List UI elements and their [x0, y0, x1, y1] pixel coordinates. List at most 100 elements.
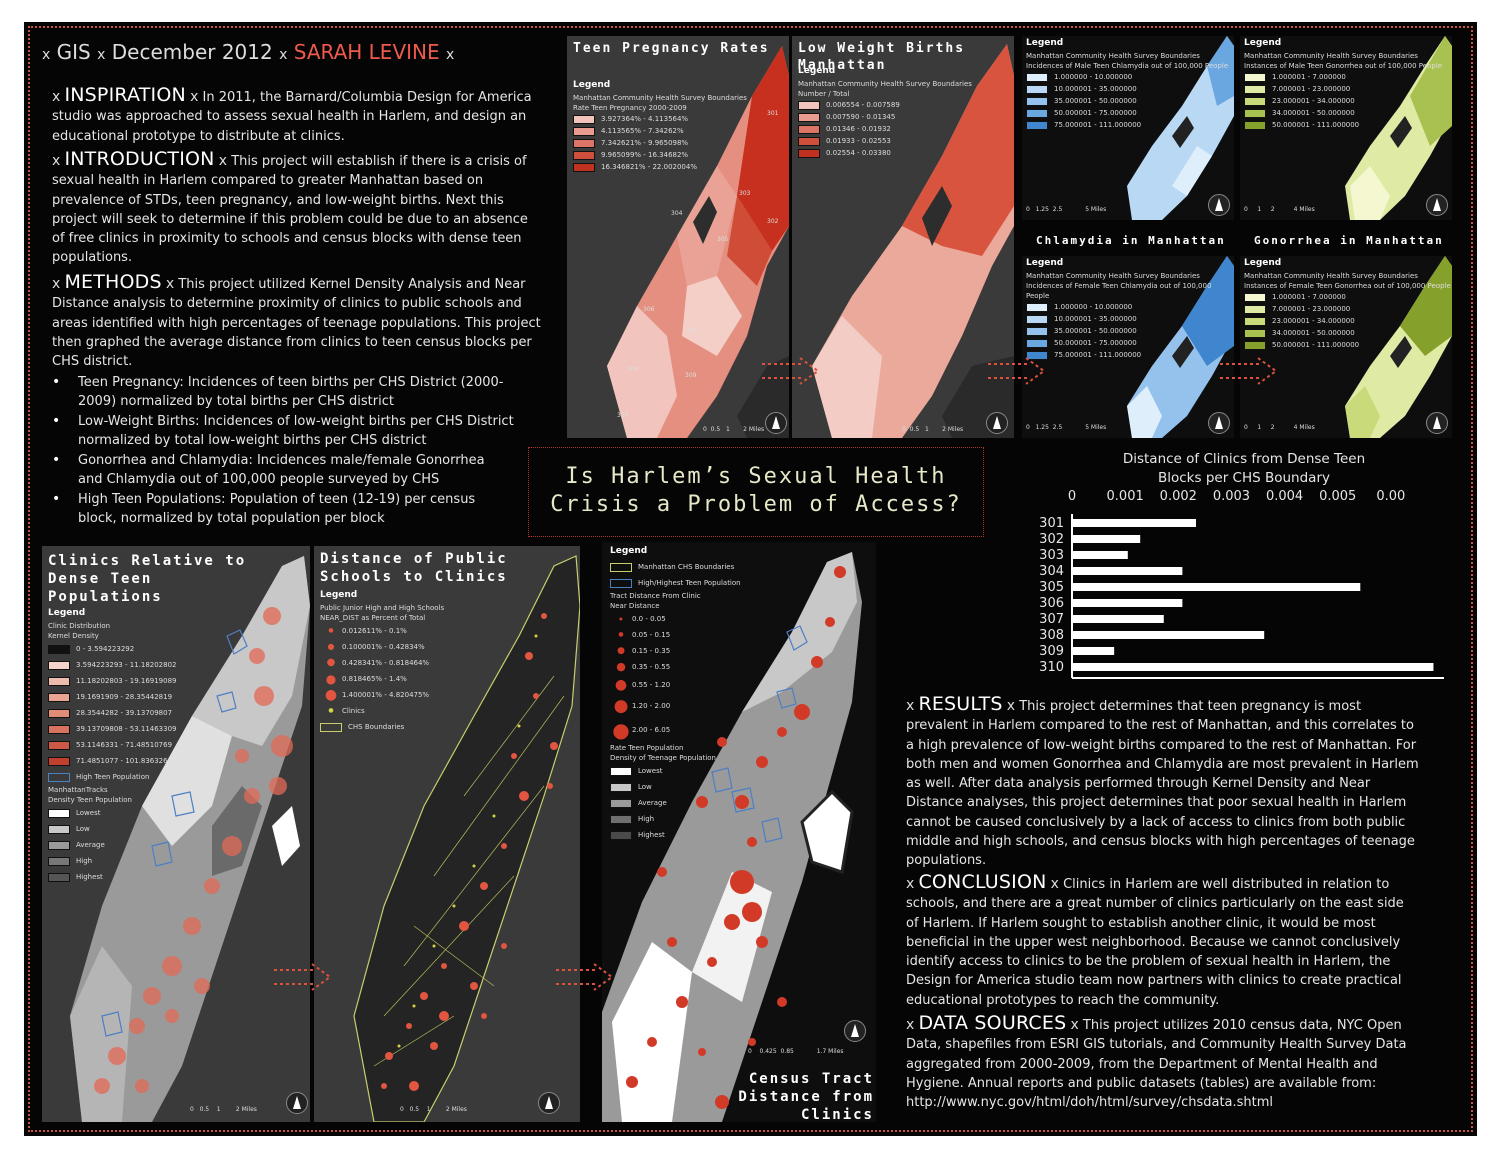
legend-label: 23.000001 - 34.000000 — [1272, 97, 1355, 105]
scale-tick: 0 — [748, 1048, 752, 1055]
legend-row: ●1.400001% - 4.820475% — [320, 687, 444, 703]
section-x: x — [52, 276, 61, 292]
district-label: 303 — [739, 190, 751, 197]
legend-row: 23.000001 - 34.000000 — [1244, 95, 1442, 107]
legend-label: Average — [638, 799, 667, 807]
legend-swatch — [1244, 292, 1266, 302]
legend-label: High Teen Population — [76, 773, 150, 781]
chart-title-line: Blocks per CHS Boundary — [1157, 470, 1330, 486]
legend-label: Lowest — [76, 809, 101, 817]
legend-row: 35.000001 - 50.000000 — [1026, 95, 1228, 107]
research-question: Is Harlem’s Sexual Health Crisis a Probl… — [528, 447, 984, 537]
legend-title: Legend — [610, 546, 648, 556]
north-arrow-icon — [538, 1092, 560, 1114]
legend-label: 16.346821% - 22.002004% — [601, 163, 697, 171]
clinics-density-title: Clinics Relative to Dense Teen Populatio… — [48, 553, 247, 605]
clinics-density-map: Clinics Relative to Dense Teen Populatio… — [42, 546, 310, 1122]
legend-label: Manhattan CHS Boundaries — [638, 563, 735, 571]
methods-bullet: High Teen Populations: Population of tee… — [52, 490, 558, 529]
legend-subtitle: Manhattan Community Health Survey Bounda… — [798, 80, 972, 88]
legend-title: Legend — [1244, 258, 1282, 268]
legend-row: 34.000001 - 50.000000 — [1244, 327, 1451, 339]
legend-swatch — [610, 798, 632, 808]
legend-swatch — [798, 100, 820, 110]
bullet-line: normalized by total low-weight births pe… — [78, 433, 427, 449]
header-sep: x — [42, 47, 51, 63]
legend-swatch — [610, 578, 632, 588]
legend-subtitle: Manhattan Community Health Survey Bounda… — [1026, 52, 1200, 60]
legend-subtitle: Density Teen Population — [48, 796, 132, 804]
legend-row: Average — [48, 837, 177, 853]
legend-subtitle: Incidences of Female Teen Chlamydia out … — [1026, 282, 1212, 300]
legend-row: Highest — [610, 827, 741, 843]
scale-tick: 0 — [190, 1106, 194, 1113]
section-x: x — [906, 876, 915, 892]
legend-swatch — [1244, 340, 1266, 350]
legend-swatch — [610, 562, 632, 572]
data-sources-section: x DATA SOURCES x This project utilizes 2… — [906, 1013, 1446, 1112]
introduction-heading: INTRODUCTION — [64, 148, 215, 170]
legend-label: 1.000001 - 7.000000 — [1272, 293, 1346, 301]
section-x: x — [52, 153, 61, 169]
legend-row: Low — [610, 779, 741, 795]
legend-row: 9.965099% - 16.34682% — [573, 149, 747, 161]
scale-tick: 0.85 — [780, 1048, 794, 1055]
inspiration-section: x INSPIRATION x In 2011, the Barnard/Col… — [52, 85, 562, 146]
chlamydia-male-legend: Legend Manhattan Community Health Survey… — [1026, 38, 1228, 131]
legend-swatch — [1244, 316, 1266, 326]
teen-pregnancy-map-shape — [607, 46, 789, 438]
y-tick-label: 303 — [1039, 548, 1064, 563]
legend-subtitle: Tract Distance From Clinic — [610, 592, 701, 600]
legend-swatch — [48, 824, 70, 834]
legend-swatch — [573, 114, 595, 124]
scale-tick: 1 — [725, 426, 730, 433]
schools-legend: Legend Public Junior High and High Schoo… — [320, 590, 444, 735]
legend-row: 39.13709808 - 53.11463309 — [48, 721, 177, 737]
bar — [1072, 631, 1265, 639]
scale-tick: 0.5 — [909, 426, 920, 433]
bar — [1072, 567, 1183, 575]
methods-line: Distance analysis to determine proximity… — [52, 296, 522, 312]
methods-line: This project utilized Kernel Density Ana… — [178, 277, 526, 292]
district-label: 305 — [717, 236, 729, 243]
bullet-line: block, normalized by total population pe… — [78, 511, 385, 527]
data-sources-url[interactable]: http://www.nyc.gov/html/doh/html/survey/… — [906, 1095, 1274, 1111]
legend-row: ●0.35 - 0.55 — [610, 659, 741, 675]
legend-label: 0.428341% - 0.818464% — [342, 659, 430, 667]
legend-row: ●0.100001% - 0.42834% — [320, 639, 444, 655]
legend-subtitle: Kernel Density — [48, 632, 99, 640]
legend-row: 7.000001 - 23.000000 — [1244, 303, 1451, 315]
scale-tick: 0.425 — [759, 1048, 777, 1055]
inspiration-line: In 2011, the Barnard/Columbia Design for… — [202, 90, 532, 105]
legend-row: 1.000001 - 7.000000 — [1244, 291, 1451, 303]
legend-row: High Teen Population — [48, 769, 177, 785]
legend-dot-icon: ● — [325, 672, 337, 686]
legend-row: High/Highest Teen Population — [610, 575, 741, 591]
legend-swatch — [1026, 96, 1048, 106]
legend-label: Highest — [638, 831, 665, 839]
section-x: x — [52, 89, 61, 105]
y-tick-label: 310 — [1039, 660, 1064, 675]
legend-label: 7.000001 - 23.000000 — [1272, 305, 1351, 313]
legend-row: 1.000000 - 10.000000 — [1026, 301, 1234, 313]
chlamydia-female-map: Legend Manhattan Community Health Survey… — [1022, 256, 1234, 438]
chart-title: Distance of Clinics from Dense Teen Bloc… — [1024, 450, 1464, 488]
teen-pregnancy-map: Teen Pregnancy Rates Legend Manhattan Co… — [567, 36, 789, 438]
conclusion-line: identify access to clinics to be the pro… — [906, 954, 1391, 970]
bottom-dotted-border — [28, 1130, 1473, 1132]
legend-label: 35.000001 - 50.000000 — [1054, 327, 1137, 335]
legend-swatch — [798, 148, 820, 158]
legend-row: 53.1146331 - 71.48510769 — [48, 737, 177, 753]
conclusion-heading: CONCLUSION — [918, 871, 1047, 893]
poster: x GIS x December 2012 x SARAH LEVINE x x… — [24, 22, 1477, 1136]
scale-tick: 0.5 — [409, 1106, 420, 1113]
legend-label: High — [76, 857, 93, 865]
legend-swatch — [320, 722, 342, 732]
legend-swatch — [798, 112, 820, 122]
district-label: 309 — [685, 372, 697, 379]
scale-bar: 0 0.5 1 2 Miles — [902, 426, 963, 433]
scale-tick: 2.5 — [1052, 424, 1063, 431]
scale-tick: 2 — [1270, 424, 1275, 431]
legend-title: Legend — [1026, 38, 1064, 48]
legend-label: 71.4851077 - 101.8363266 — [76, 757, 173, 765]
